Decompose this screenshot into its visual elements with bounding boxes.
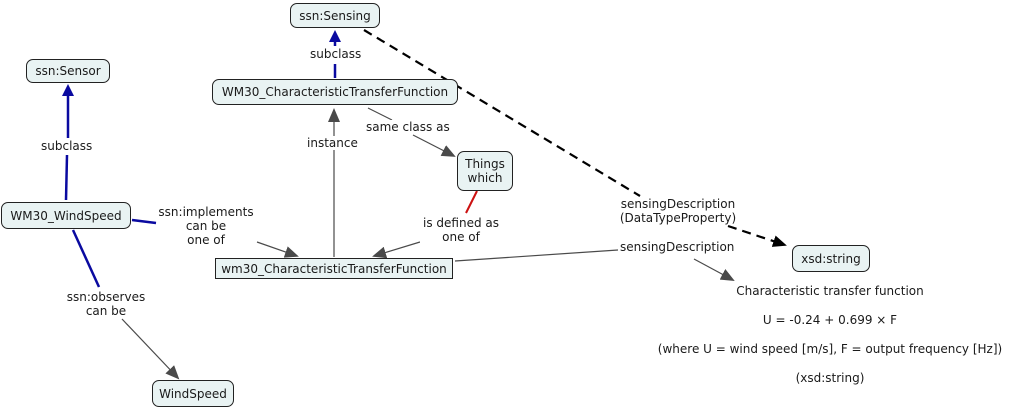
link-label-same-class-as[interactable]: same class as — [365, 120, 451, 134]
node-wm30-windspeed[interactable]: WM30_WindSpeed — [1, 202, 131, 229]
link-sameclass-things — [412, 134, 456, 157]
literal-value: Characteristic transfer function U = -0.… — [640, 284, 1020, 385]
link-label-sensing-desc-dt-line1: sensingDescription — [620, 197, 736, 211]
node-xsd-string-label: xsd:string — [801, 251, 861, 266]
link-observes-windspeedclass — [121, 318, 180, 380]
node-things-which-line2: which — [467, 171, 503, 185]
link-label-observes[interactable]: ssn:observes can be — [63, 290, 149, 318]
node-things-which-line1: Things — [465, 157, 505, 171]
literal-line-type: (xsd:string) — [795, 371, 865, 385]
node-wm30-ctf-class-label: WM30_CharacteristicTransferFunction — [221, 85, 449, 99]
node-ssn-sensor-label: ssn:Sensor — [35, 64, 101, 78]
link-label-defined-as-line2: one of — [442, 230, 480, 244]
link-things-definedas — [465, 190, 478, 214]
link-instance-sensingdesc — [454, 249, 619, 262]
node-ssn-sensing-label: ssn:Sensing — [299, 8, 371, 23]
link-sensingdesc-literal — [693, 258, 735, 281]
node-windspeed[interactable]: WindSpeed — [152, 380, 234, 407]
link-label-instance[interactable]: instance — [306, 136, 359, 150]
link-label-subclass-sensing[interactable]: subclass — [309, 47, 363, 61]
link-windspeed-subclass — [64, 154, 69, 201]
link-label-implements-line2: can be — [185, 219, 227, 233]
link-label-defined-as[interactable]: is defined as one of — [420, 216, 502, 244]
link-sensing-sensingdesc-dt — [363, 29, 641, 197]
link-label-implements-line3: one of — [187, 233, 225, 247]
node-xsd-string[interactable]: xsd:string — [792, 245, 870, 272]
link-windspeed-implements — [131, 218, 157, 225]
link-label-subclass-sensor[interactable]: subclass — [40, 139, 94, 153]
link-label-implements-line1: ssn:implements — [158, 205, 254, 219]
node-wm30-ctf-instance[interactable]: wm30_CharacteristicTransferFunction — [215, 258, 453, 279]
node-wm30-ctf-instance-label: wm30_CharacteristicTransferFunction — [221, 261, 447, 276]
link-implements-instance — [256, 241, 299, 258]
node-ssn-sensing[interactable]: ssn:Sensing — [290, 3, 380, 28]
link-label-observes-line1: ssn:observes — [66, 290, 146, 304]
link-ctf-sameclass — [367, 107, 393, 121]
node-ssn-sensor[interactable]: ssn:Sensor — [26, 59, 110, 83]
link-label-sensing-desc[interactable]: sensingDescription — [619, 240, 736, 254]
link-sensingdesc-dt-xsd — [727, 224, 787, 247]
link-label-defined-as-line1: is defined as — [423, 216, 499, 230]
link-label-implements[interactable]: ssn:implements can be one of — [157, 205, 255, 247]
link-definedas-instance — [372, 241, 421, 259]
link-windspeed-observes — [71, 229, 101, 288]
link-label-sensing-desc-dt[interactable]: sensingDescription (DataTypeProperty) — [612, 197, 744, 225]
node-windspeed-label: WindSpeed — [159, 386, 227, 401]
node-things-which[interactable]: Things which — [457, 151, 513, 191]
literal-line-title: Characteristic transfer function — [736, 284, 924, 298]
node-wm30-ctf-class[interactable]: WM30_CharacteristicTransferFunction — [212, 79, 458, 105]
link-label-sensing-desc-dt-line2: (DataTypeProperty) — [619, 211, 737, 225]
node-wm30-windspeed-label: WM30_WindSpeed — [10, 208, 122, 223]
link-label-observes-line2: can be — [85, 304, 127, 318]
literal-line-legend: (where U = wind speed [m/s], F = output … — [657, 342, 1003, 356]
literal-line-equation: U = -0.24 + 0.699 × F — [762, 313, 898, 327]
